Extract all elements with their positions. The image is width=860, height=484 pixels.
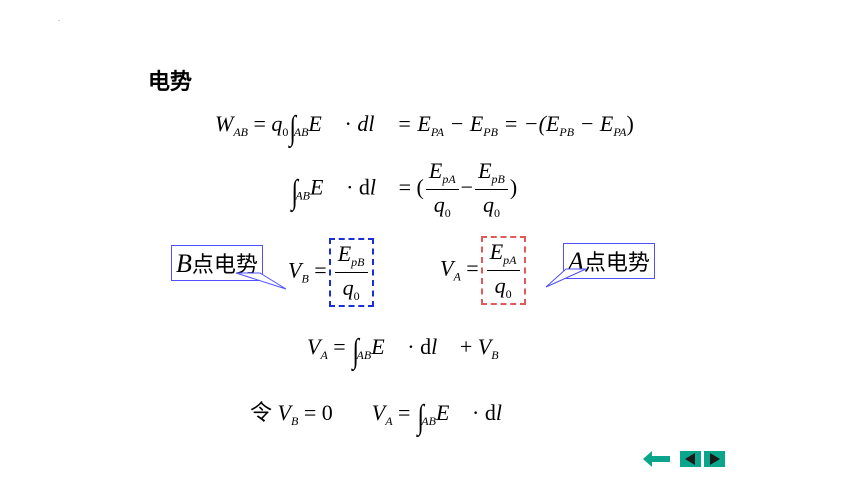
formula-let-vb-zero: 令 VB = 0 VA = ∫ABE⃗ · dl⃗ (250, 399, 520, 436)
back-arrow-icon[interactable] (643, 450, 671, 473)
callout-b-point-potential: B点电势 (171, 245, 263, 281)
callout-a-pointer (545, 268, 587, 288)
decorative-dot: . (58, 14, 60, 23)
next-icon[interactable] (704, 451, 725, 467)
page-title: 电势 (148, 70, 193, 95)
callout-b-pointer (235, 272, 287, 290)
formula-work: WAB = q0∫ABE⃗ · dl⃗ = EPA − EPB = −(EPB … (215, 110, 634, 147)
previous-icon[interactable] (680, 451, 701, 467)
formula-va-integral: VA = ∫ABE⃗ · dl⃗ + VB (307, 333, 499, 370)
